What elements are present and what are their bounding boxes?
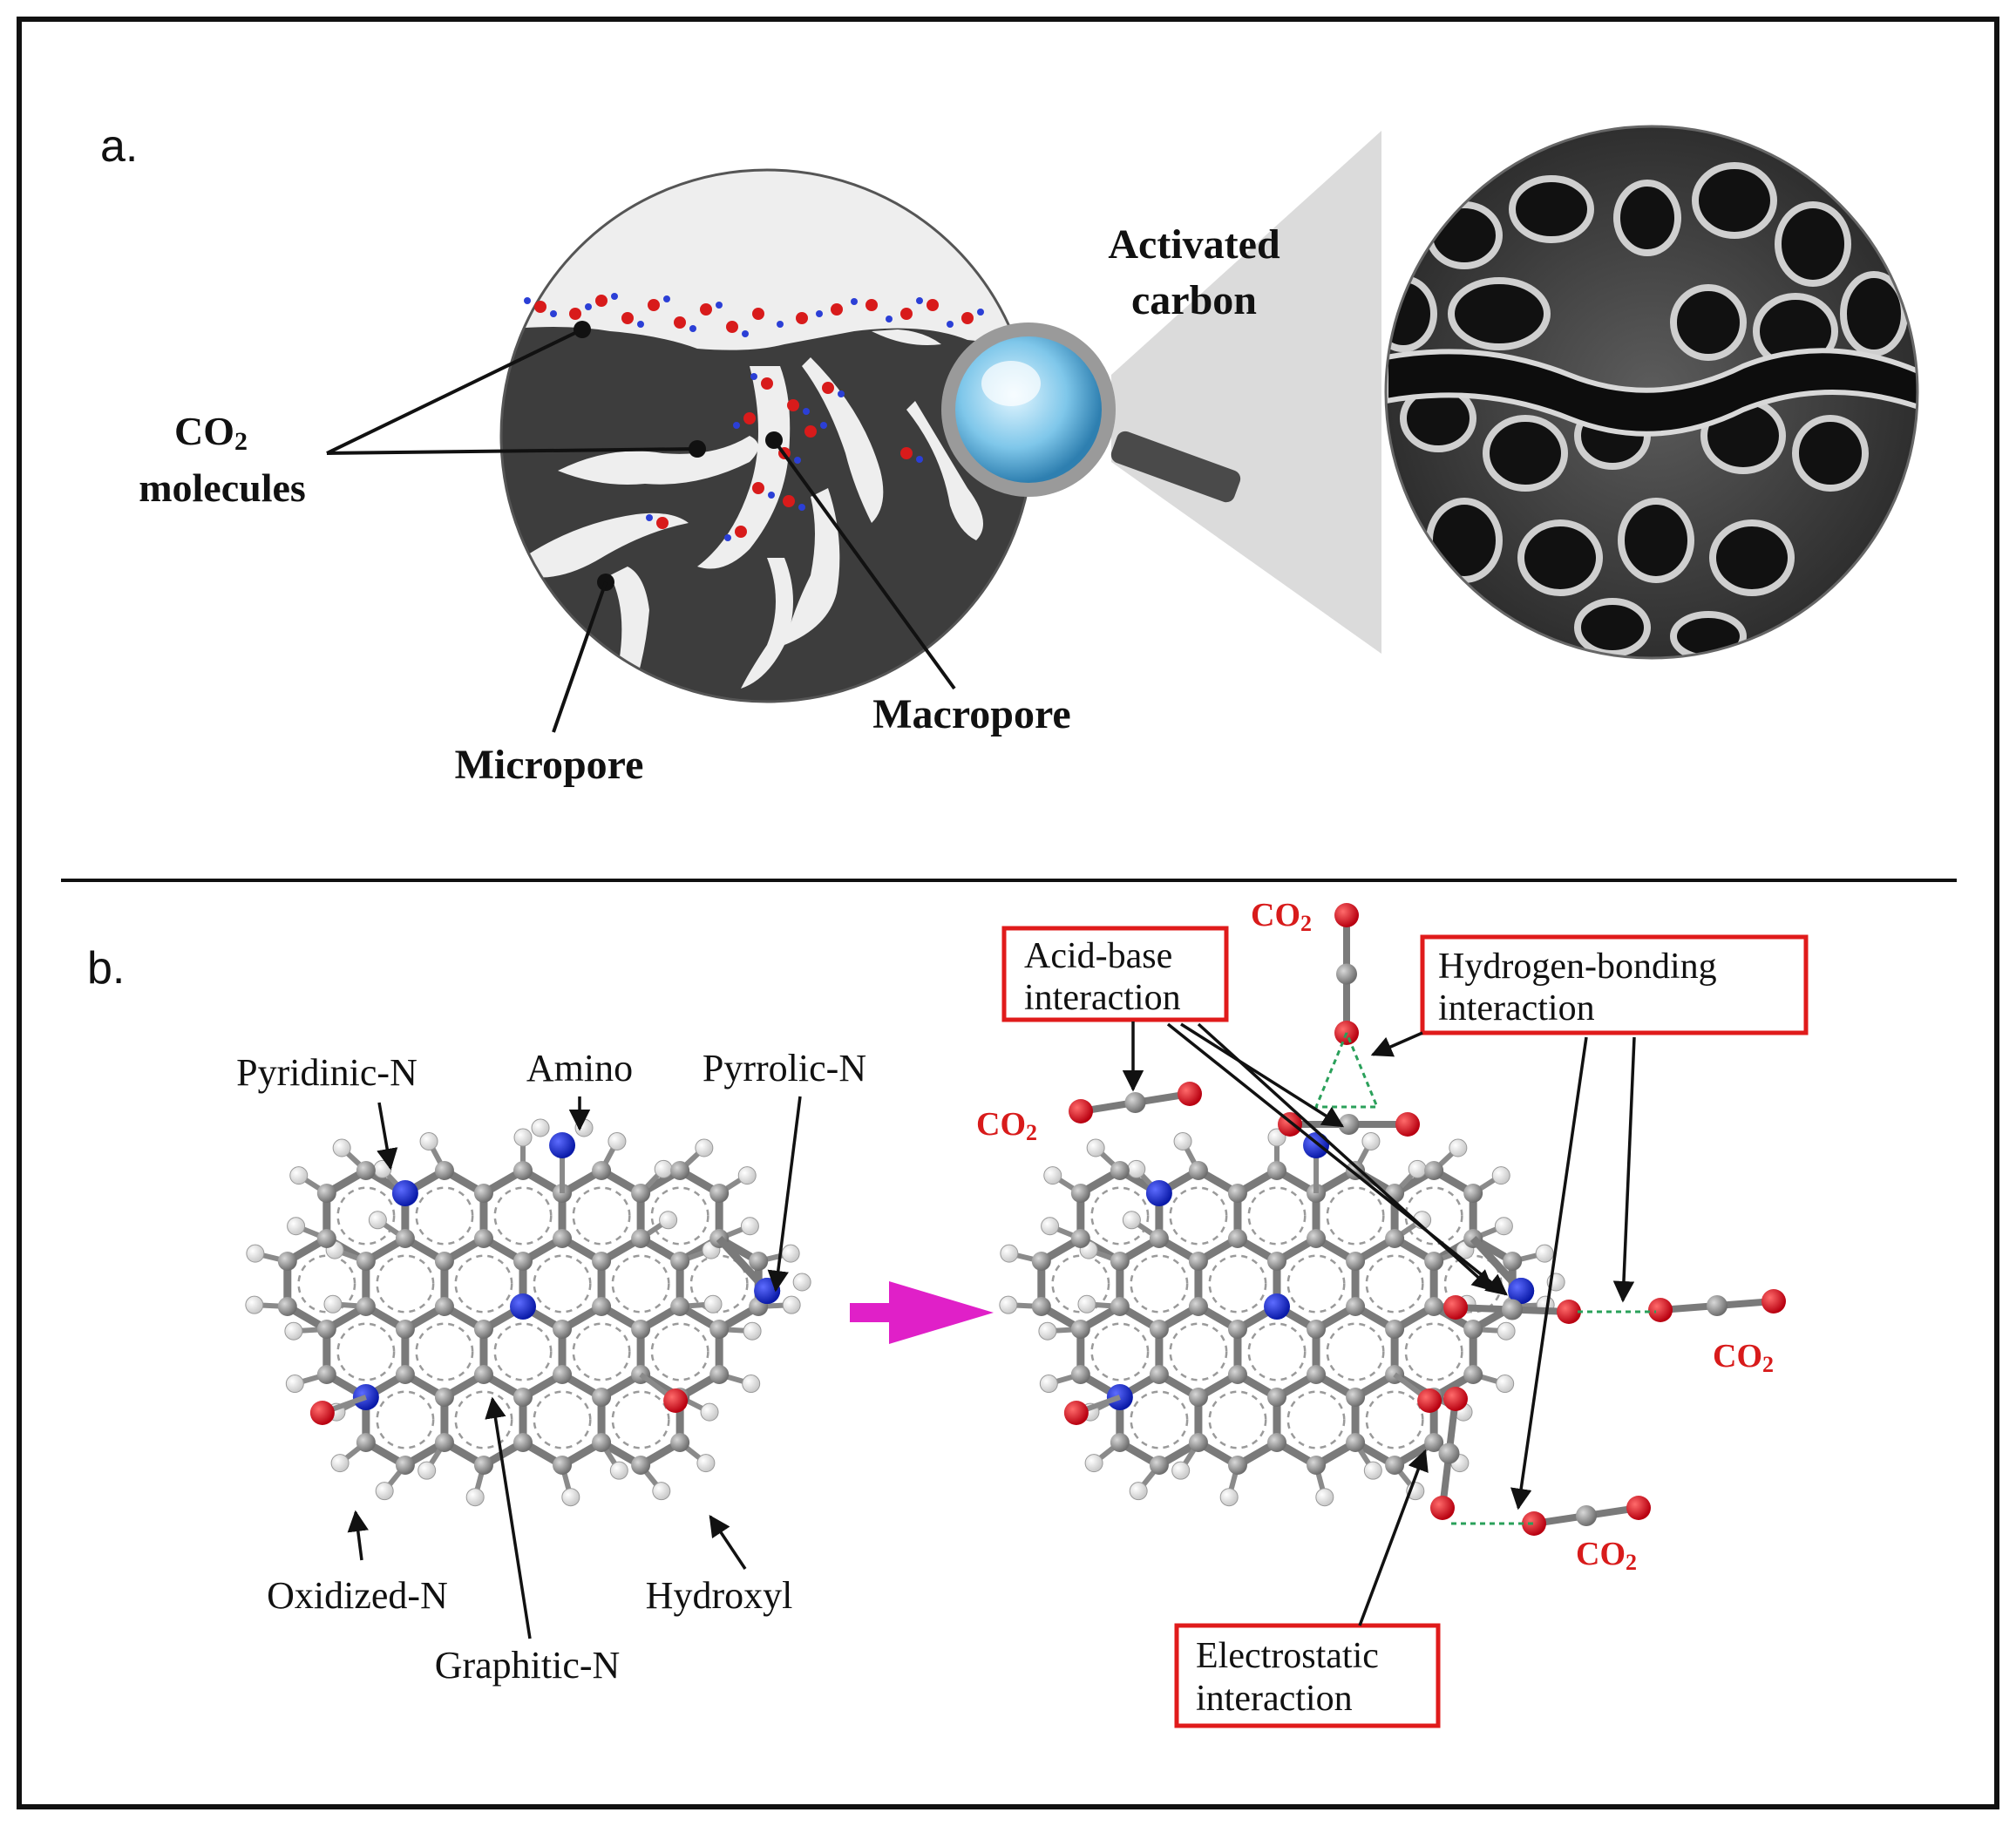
sem-image-circle bbox=[1384, 125, 1919, 660]
co2-pointer-dot bbox=[574, 321, 591, 338]
electrostatic-interaction-box: Electrostatic interaction bbox=[1174, 1623, 1441, 1728]
co2-label-bottom: CO2 bbox=[1576, 1536, 1637, 1575]
magnifying-glass-icon bbox=[941, 131, 1381, 654]
co2-molecules-label-line2: molecules bbox=[139, 465, 306, 510]
macropore-pointer-line bbox=[772, 438, 956, 690]
acid-base-interaction-box: Acid-base interaction bbox=[1001, 926, 1229, 1022]
graphitic-n-label: Graphitic-N bbox=[435, 1644, 621, 1687]
co2-molecule-cluster bbox=[524, 293, 984, 541]
transformation-arrow bbox=[850, 1281, 994, 1344]
micropore-pointer-line bbox=[552, 581, 608, 733]
macropore-label: Macropore bbox=[872, 691, 1070, 737]
svg-text:interaction: interaction bbox=[1024, 978, 1181, 1018]
co2-label-top: CO2 bbox=[1251, 897, 1312, 936]
svg-text:interaction: interaction bbox=[1196, 1679, 1353, 1719]
svg-text:Acid-base: Acid-base bbox=[1024, 936, 1172, 976]
functional-group-pointers bbox=[347, 1096, 802, 1639]
svg-text:Hydrogen-bonding: Hydrogen-bonding bbox=[1438, 947, 1717, 987]
interaction-pointers bbox=[1122, 1022, 1636, 1626]
micropore-label: Micropore bbox=[455, 742, 644, 788]
co2-label-left: CO2 bbox=[976, 1106, 1037, 1145]
co2-molecules-label-line1: CO2 bbox=[174, 409, 248, 456]
nitrogen-doped-graphene-molecule bbox=[245, 1118, 811, 1507]
co2-label-right: CO2 bbox=[1713, 1338, 1774, 1377]
co2-pointer-dot bbox=[689, 440, 706, 458]
panel-a-label: a. bbox=[100, 121, 138, 172]
hydroxyl-label: Hydroxyl bbox=[646, 1574, 793, 1617]
pyridinic-n-label: Pyridinic-N bbox=[236, 1051, 417, 1094]
panel-b-label: b. bbox=[87, 943, 125, 994]
activated-carbon-label-line2: carbon bbox=[1131, 277, 1257, 323]
svg-text:interaction: interaction bbox=[1438, 988, 1595, 1028]
hydrogen-bonding-interaction-box: Hydrogen-bonding interaction bbox=[1420, 934, 1809, 1035]
pyrrolic-n-label: Pyrrolic-N bbox=[703, 1047, 866, 1089]
co2-pointer-lines bbox=[326, 328, 698, 455]
svg-text:Electrostatic: Electrostatic bbox=[1196, 1636, 1379, 1676]
activated-carbon-label-line1: Activated bbox=[1108, 221, 1280, 268]
amino-label: Amino bbox=[526, 1047, 633, 1089]
co2-adsorbed-molecule bbox=[999, 903, 1786, 1536]
oxidized-n-label: Oxidized-N bbox=[267, 1574, 448, 1617]
